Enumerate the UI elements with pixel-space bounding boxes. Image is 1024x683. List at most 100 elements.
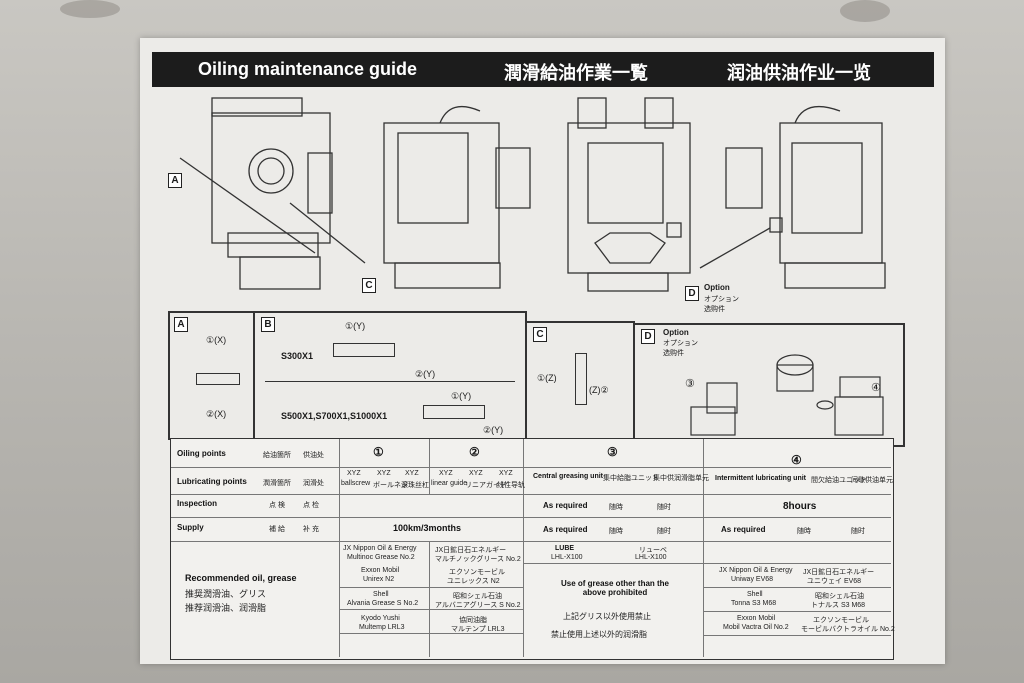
oil4-jx-product-jp: ユニウェイ EV68 [807, 578, 862, 585]
row-label-supply: Supply [177, 523, 204, 532]
oil4-jx-jp: JX日鉱日石エネルギー [803, 569, 875, 576]
lubrication-table: Oiling points 給油箇所 供油处 Lubricating point… [170, 438, 895, 660]
row-label-recommended-jp: 推奨潤滑油、グリス [185, 589, 267, 599]
row-divider [703, 635, 891, 636]
supply-interval: 100km/3months [393, 523, 462, 533]
col-header-3: ③ [607, 445, 618, 459]
row-label-supply-jp: 補 給 [269, 526, 285, 533]
option-label-cn: 选购件 [704, 306, 725, 313]
oil4-exxon-en: Exxon Mobil [737, 615, 776, 622]
oil4-shell-product: Tonna S3 M68 [731, 600, 777, 607]
wall-stain [840, 0, 890, 22]
oil-nipple-block [333, 343, 395, 357]
as-required-3: As required [543, 501, 588, 510]
prohibited-note-en: Use of grease other than the above prohi… [560, 579, 670, 597]
row-divider [339, 587, 523, 588]
row-divider [171, 467, 891, 468]
prohibited-note-jp: 上記グリス以外使用禁止 [563, 612, 651, 621]
detail-b-point2-bottom: ②(Y) [483, 425, 504, 435]
detail-d-option: Option [663, 328, 689, 337]
as-required-supply-3-jp: 随時 [609, 528, 623, 535]
central-unit-label-jp: 集中給脂ユニット [603, 475, 659, 482]
row-divider [523, 563, 891, 564]
guide-header: Oiling maintenance guide 潤滑給油作業一覧 润油供油作业… [152, 52, 934, 87]
oil4-jx-en: JX Nippon Oil & Energy [719, 567, 793, 574]
model-s300: S300X1 [281, 351, 314, 361]
model-s500-s1000: S500X1,S700X1,S1000X1 [281, 411, 388, 421]
detail-b-label: B [261, 317, 275, 332]
linear-guide-label-jp: リニアガイド [465, 482, 507, 489]
detail-a-label: A [174, 317, 188, 332]
detail-d-label: D [641, 329, 655, 344]
oil-kyodo-product-jp: マルテンプ LRL3 [451, 626, 505, 633]
ballscrew-label-cn: 滚珠丝杠 [401, 482, 429, 489]
detail-d-point4: ④ [871, 382, 881, 394]
oil-exxon-product: Unirex N2 [363, 576, 395, 583]
grease-unit-illustration [690, 354, 884, 436]
oil-exxon-en: Exxon Mobil [361, 567, 400, 574]
as-required-supply-4-jp: 随時 [797, 528, 811, 535]
detail-a-point1: ①(X) [206, 335, 227, 345]
grease-lube-product: LHL-X100 [551, 554, 583, 561]
row-divider [171, 541, 891, 542]
as-required-supply-4-cn: 随时 [851, 528, 865, 535]
linear-guide-label: linear guide [431, 480, 468, 487]
row-divider [703, 611, 891, 612]
oil4-shell-en: Shell [747, 591, 763, 598]
divider [265, 381, 515, 382]
col-divider [429, 541, 430, 657]
detail-a-point2: ②(X) [206, 409, 227, 419]
oil4-shell-jp: 昭和シェル石油 [815, 593, 864, 600]
detail-b-point1-top: ①(Y) [345, 321, 366, 331]
row-label-lubricating-points: Lubricating points [177, 477, 247, 486]
oil-shell-product-jp: アルバニアグリース S No.2 [435, 602, 521, 609]
row-divider [339, 609, 523, 610]
as-required-supply-3: As required [543, 525, 588, 534]
oil4-exxon-product: Mobil Vactra Oil No.2 [723, 624, 789, 631]
title-japanese: 潤滑給油作業一覧 [504, 63, 648, 83]
detail-d-option-cn: 选购件 [663, 350, 684, 357]
option-label-jp: オプション [704, 296, 739, 303]
detail-box-d: D Option オプション 选购件 ③ ④ [633, 323, 905, 447]
option-label: Option [704, 283, 730, 292]
grease-lube-jp: リューベ [639, 547, 667, 554]
callout-c-label: C [362, 278, 376, 293]
xyz-label: XYZ [439, 470, 453, 477]
row-label-supply-cn: 补 充 [303, 526, 319, 533]
xyz-label: XYZ [499, 470, 513, 477]
title-english: Oiling maintenance guide [198, 59, 418, 79]
detail-c-point2: ①(Z) [537, 373, 557, 383]
xyz-label: XYZ [469, 470, 483, 477]
wall-stain [60, 0, 120, 18]
oil-kyodo-jp: 協同油脂 [459, 617, 487, 624]
xyz-label: XYZ [377, 470, 391, 477]
oil4-jx-product: Uniway EV68 [731, 576, 774, 583]
row-divider [703, 587, 891, 588]
detail-d-option-jp: オプション [663, 340, 698, 347]
row-label-inspection-cn: 点 检 [303, 502, 319, 509]
oil-jx-product-jp: マルチノックグリース No.2 [435, 556, 521, 563]
row-label-oiling-points-cn: 供油处 [303, 452, 324, 459]
ballscrew-label: ballscrew [341, 480, 371, 487]
xyz-label: XYZ [405, 470, 419, 477]
oil-kyodo-product: Multemp LRL3 [359, 624, 405, 631]
intermittent-unit-label-cn: 间歇供油单元 [851, 477, 893, 484]
oil-jx-jp: JX日鉱日石エネルギー [435, 547, 507, 554]
row-label-inspection: Inspection [177, 499, 218, 508]
row-label-oiling-points: Oiling points [177, 449, 226, 458]
oil-jx-product: Multinoc Grease No.2 [347, 554, 415, 561]
oil-shell-en: Shell [373, 591, 389, 598]
detail-d-point3: ③ [685, 378, 695, 390]
oil4-exxon-product-jp: モービルバクトラオイル No.2 [801, 626, 895, 633]
as-required-supply-4: As required [721, 525, 766, 534]
xyz-label: XYZ [347, 470, 361, 477]
col-divider [429, 439, 430, 494]
col-header-4: ④ [791, 453, 802, 467]
detail-b-point1-bottom: ①(Y) [451, 391, 472, 401]
detail-c-label: C [533, 327, 547, 342]
inspection-interval-4: 8hours [783, 501, 817, 512]
col-header-1: ① [373, 445, 384, 459]
machine-illustrations [179, 97, 886, 292]
oil-kyodo-en: Kyodo Yushi [361, 615, 400, 622]
oil-nipple-block [196, 373, 240, 385]
